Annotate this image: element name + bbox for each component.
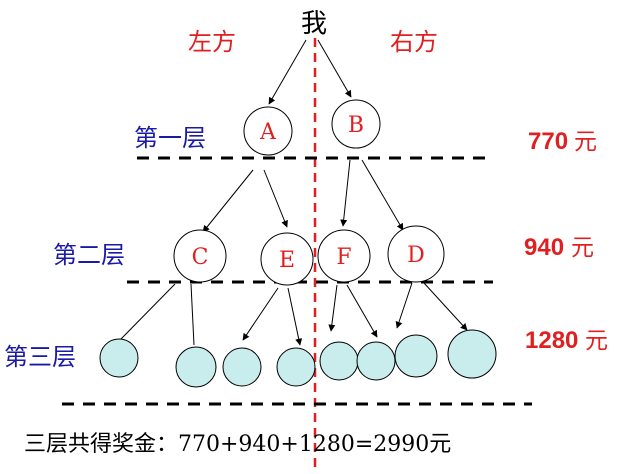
leaf-node-6 — [356, 341, 396, 381]
left-side-label: 左方 — [188, 28, 236, 56]
leaf-node-8 — [447, 329, 497, 379]
leaf-node-7 — [394, 334, 438, 378]
node-b: B — [331, 99, 381, 149]
summary-text: 三层共得奖金：770+940+1280=2990元 — [24, 432, 451, 457]
level-1-prize-unit: 元 — [574, 129, 597, 155]
edge-root-b — [317, 39, 352, 98]
edge-b-f — [340, 159, 351, 227]
leaf-node-1 — [99, 338, 139, 378]
leaf-node-3 — [222, 347, 262, 387]
node-f-label: F — [336, 245, 351, 270]
node-d-label: D — [407, 243, 425, 268]
edge-e-leaf4 — [287, 287, 303, 346]
edge-c-leaf1 — [119, 283, 176, 341]
level-2-label: 第二层 — [53, 241, 125, 269]
level-3-prize-amount: 1280 — [525, 327, 578, 354]
node-e-label: E — [279, 248, 295, 273]
right-side-label: 右方 — [390, 28, 438, 56]
node-c: C — [173, 229, 227, 283]
level-1-prize: 770 元 — [528, 128, 597, 155]
level-2-prize-amount: 940 — [524, 234, 564, 261]
edge-d-leaf7 — [395, 282, 413, 329]
level-3-prize-unit: 元 — [585, 328, 608, 354]
edge-f-leaf6 — [346, 284, 378, 338]
edge-b-d — [361, 159, 404, 231]
level-2-prize-unit: 元 — [571, 235, 594, 261]
node-a: A — [243, 106, 293, 156]
root-label: 我 — [301, 9, 327, 39]
node-f: F — [317, 229, 371, 283]
node-b-label: B — [348, 113, 364, 138]
level-2-prize: 940 元 — [524, 234, 594, 261]
leaf-node-2 — [175, 346, 217, 388]
node-a-label: A — [259, 120, 277, 145]
level-1-prize-amount: 770 — [528, 128, 568, 155]
edge-e-leaf3 — [242, 287, 279, 341]
node-e: E — [260, 232, 314, 286]
edge-a-c — [202, 169, 254, 233]
level-1-label: 第一层 — [134, 124, 206, 152]
level-3-label: 第三层 — [4, 343, 76, 371]
leaf-node-5 — [319, 341, 359, 381]
node-c-label: C — [192, 245, 209, 270]
edge-root-a — [268, 39, 307, 105]
edge-f-leaf5 — [328, 284, 338, 332]
edge-d-leaf8 — [423, 282, 468, 331]
leaf-node-4 — [276, 347, 316, 387]
edge-c-leaf2 — [190, 283, 195, 346]
edge-a-e — [263, 169, 288, 228]
node-d: D — [387, 225, 445, 283]
level-3-prize: 1280 元 — [525, 327, 608, 354]
